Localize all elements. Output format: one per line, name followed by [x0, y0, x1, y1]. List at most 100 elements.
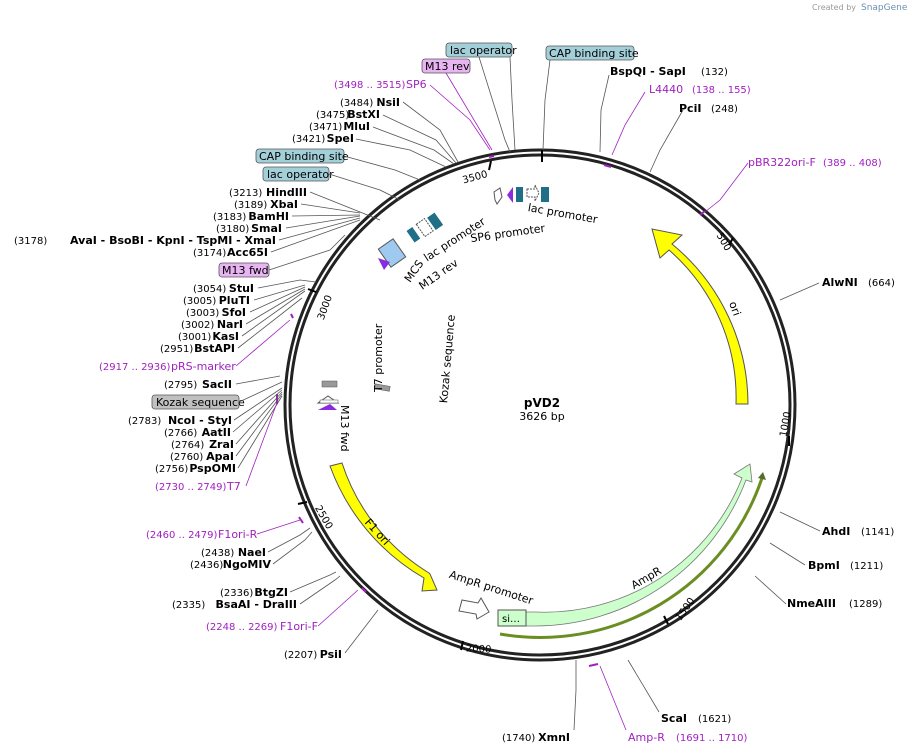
- tick-label-3000: 3000: [316, 294, 335, 322]
- boxed-label-lac-operator-top[interactable]: lac operator: [445, 42, 517, 58]
- lac-promoter-top-arrow[interactable]: [526, 184, 540, 202]
- site-bstxi-name[interactable]: BstXI: [347, 108, 380, 121]
- site-alwni-pos: (664): [868, 278, 895, 289]
- site-nmeaiii-name[interactable]: NmeAIII: [787, 597, 836, 610]
- primer-ampr-range: (1691 .. 1710): [676, 733, 748, 744]
- site-apai-pos: (2760): [170, 452, 203, 463]
- site-scai-name[interactable]: ScaI: [661, 712, 687, 725]
- boxed-label-cap-left[interactable]: CAP binding site: [255, 148, 349, 164]
- ori-arrow[interactable]: [651, 228, 749, 405]
- top-feature-cluster: lac promoter SP6 promoter: [470, 184, 599, 245]
- primer-ampr-name[interactable]: Amp-R: [628, 731, 665, 744]
- site-stui-name[interactable]: StuI: [229, 282, 254, 295]
- boxed-label-m13-rev[interactable]: M13 rev: [421, 58, 471, 74]
- primer-sp6-name[interactable]: SP6: [406, 78, 427, 91]
- site-apai-name[interactable]: ApaI: [206, 450, 234, 463]
- m13-fwd-marker[interactable]: [318, 404, 337, 410]
- kozak-feature-label: Kozak sequence: [437, 314, 458, 404]
- cap-top-text: CAP binding site: [549, 47, 639, 60]
- sp6-promoter-arrow[interactable]: [493, 187, 503, 205]
- site-bspqi-name[interactable]: BspQI - SapI: [610, 65, 686, 78]
- boxed-label-m13-fwd[interactable]: M13 fwd: [218, 262, 270, 278]
- site-naei-name[interactable]: NaeI: [238, 546, 266, 559]
- site-acc65i-name[interactable]: Acc65I: [227, 246, 268, 259]
- ampr-promoter-label: AmpR promoter: [448, 568, 536, 608]
- ampr-promoter-arrow[interactable]: [458, 597, 490, 620]
- mcs-feature-cluster: lac promoter M13 rev MCS: [377, 212, 488, 293]
- primer-l4440-name[interactable]: L4440: [649, 83, 683, 96]
- cap-site-top[interactable]: [541, 187, 549, 202]
- site-bsaai-name[interactable]: BsaAI - DraIII: [216, 598, 297, 611]
- site-aatii-name[interactable]: AatII: [202, 426, 231, 439]
- site-kasi-name[interactable]: KasI: [212, 330, 239, 343]
- signal-sequence-box[interactable]: [497, 609, 527, 627]
- m13-rev-marker[interactable]: [378, 258, 390, 270]
- site-avai-group-name[interactable]: AvaI - BsoBI - KpnI - TspMI - XmaI: [70, 234, 276, 247]
- site-btgzi-name[interactable]: BtgZI: [254, 586, 288, 599]
- t7-promoter-bar: [319, 399, 339, 404]
- primer-f1orif-name[interactable]: F1ori-F: [280, 620, 318, 633]
- site-pluti-pos: (3005): [183, 296, 216, 307]
- site-nsii-name[interactable]: NsiI: [376, 96, 400, 109]
- site-spei-name[interactable]: SpeI: [327, 132, 354, 145]
- site-bsaai-pos: (2335): [172, 600, 205, 611]
- primer-t7-name[interactable]: T7: [226, 480, 241, 493]
- site-pcii-name[interactable]: PciI: [679, 102, 701, 115]
- site-zrai-pos: (2764): [171, 440, 204, 451]
- cap-site-left[interactable]: [427, 212, 444, 231]
- site-ahdi-name[interactable]: AhdI: [822, 525, 850, 538]
- site-ncoi-name[interactable]: NcoI - StyI: [168, 414, 232, 427]
- site-ngomiv-name[interactable]: NgoMIV: [223, 558, 272, 571]
- site-nari-name[interactable]: NarI: [217, 318, 243, 331]
- primer-f1orir-name[interactable]: F1ori-R: [218, 528, 258, 541]
- lac-promoter-left-arrow[interactable]: [415, 217, 434, 238]
- site-xbai-name[interactable]: XbaI: [270, 198, 298, 211]
- site-aatii-pos: (2766): [164, 428, 197, 439]
- kozak-marker-outer[interactable]: [374, 383, 391, 392]
- site-bstapi-name[interactable]: BstAPI: [194, 342, 235, 355]
- boxed-label-kozak[interactable]: Kozak sequence: [151, 394, 245, 410]
- site-bamhi-name[interactable]: BamHI: [248, 210, 289, 223]
- site-acc65i-pos: (3174): [193, 248, 226, 259]
- site-bpmi-name[interactable]: BpmI: [808, 559, 840, 572]
- site-alwni-name[interactable]: AlwNI: [822, 276, 858, 289]
- primer-t7-range: (2730 .. 2749): [155, 482, 227, 493]
- site-pluti-name[interactable]: PluTI: [219, 294, 250, 307]
- site-sfoi-name[interactable]: SfoI: [222, 306, 246, 319]
- site-mlui-name[interactable]: MluI: [343, 120, 370, 133]
- boxed-label-cap-top[interactable]: CAP binding site: [545, 45, 639, 61]
- site-pspomi-name[interactable]: PspOMI: [189, 462, 236, 475]
- lac-operator-left[interactable]: [406, 226, 421, 243]
- site-spei-pos: (3421): [292, 134, 325, 145]
- kozak-box-text: Kozak sequence: [156, 396, 245, 409]
- f1-ori-label: F1 ori: [362, 516, 392, 548]
- plasmid-size: 3626 bp: [519, 410, 564, 423]
- site-zrai-name[interactable]: ZraI: [209, 438, 234, 451]
- f1-ori-arrow[interactable]: [329, 462, 438, 592]
- sites-left: NsiI (3484) BstXI (3475) MluI (3471) Spe…: [14, 96, 570, 744]
- m13-rev-feature-label: M13 rev: [417, 256, 461, 292]
- site-smai-name[interactable]: SmaI: [251, 222, 282, 235]
- lac-operator-top[interactable]: [516, 187, 523, 202]
- primer-f1orir-range: (2460 .. 2479): [146, 530, 218, 541]
- m13-rev-top[interactable]: [507, 187, 513, 203]
- primer-f1orif-range: (2248 .. 2269): [206, 622, 278, 633]
- site-hindiii-name[interactable]: HindIII: [266, 186, 307, 199]
- mcs-box[interactable]: [377, 238, 407, 268]
- primer-pbr322-name[interactable]: pBR322ori-F: [748, 156, 816, 169]
- site-mlui-pos: (3471): [309, 122, 342, 133]
- site-bspqi-pos: (132): [701, 67, 728, 78]
- primer-marks: [276, 155, 706, 667]
- kozak-marker-inner[interactable]: [321, 380, 338, 388]
- boxed-label-lac-operator-left[interactable]: lac operator: [262, 166, 334, 182]
- site-sfoi-pos: (3003): [186, 308, 219, 319]
- site-psii-pos: (2207): [284, 650, 317, 661]
- ampr-arrow[interactable]: [499, 463, 753, 627]
- primer-prs-range: (2917 .. 2936): [99, 362, 171, 373]
- site-sacii-name[interactable]: SacII: [202, 378, 232, 391]
- site-pspomi-pos: (2756): [155, 464, 188, 475]
- primer-prs-name[interactable]: pRS-marker: [171, 360, 236, 373]
- tick-label-1000: 1000: [778, 411, 793, 438]
- site-psii-name[interactable]: PsiI: [320, 648, 342, 661]
- site-xmni-name[interactable]: XmnI: [538, 731, 570, 744]
